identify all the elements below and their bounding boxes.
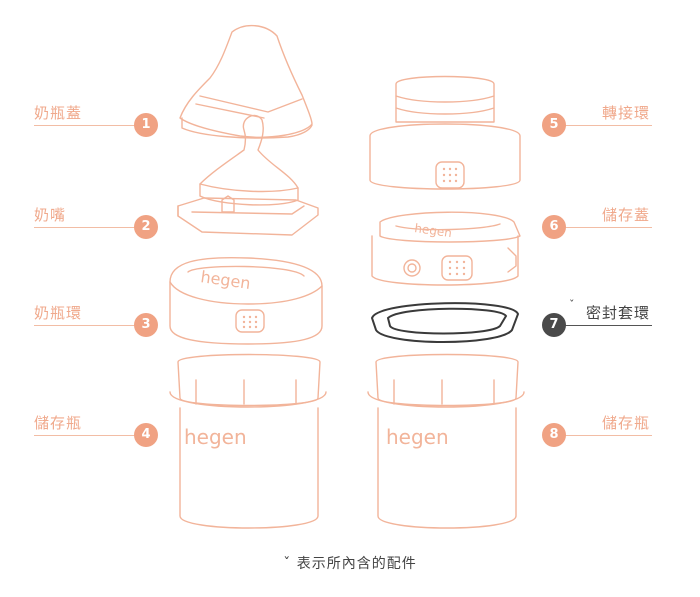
badge-5: 5 (542, 113, 566, 137)
badge-1: 1 (134, 113, 158, 137)
badge-7: 7 (542, 313, 566, 337)
badge-3: 3 (134, 313, 158, 337)
bottle-cap-drawing (180, 26, 312, 138)
leader-line-1 (34, 125, 146, 126)
label-part-4: 儲存瓶 (34, 412, 82, 433)
badge-6: 6 (542, 215, 566, 239)
leader-line-6 (554, 227, 652, 228)
storage-lid-drawing (372, 212, 520, 285)
leader-line-8 (554, 435, 652, 436)
label-part-7: 密封套環 (586, 302, 650, 323)
leader-line-7 (554, 325, 652, 326)
adapter-ring-drawing (370, 77, 520, 190)
leader-line-2 (34, 227, 146, 228)
label-part-1: 奶瓶蓋 (34, 102, 82, 123)
leader-line-3 (34, 325, 146, 326)
badge-2: 2 (134, 215, 158, 239)
label-part-2: 奶嘴 (34, 204, 66, 225)
label-part-5: 轉接環 (602, 102, 650, 123)
footnote: ˇ 表示所內含的配件 (0, 553, 700, 573)
label-part-6: 儲存蓋 (602, 204, 650, 225)
leader-line-4 (34, 435, 146, 436)
brand-lid: hegen (414, 221, 453, 240)
brand-bottle-right: hegen (386, 425, 449, 449)
label-part-3: 奶瓶環 (34, 302, 82, 323)
seal-ring-drawing (372, 303, 518, 342)
badge-4: 4 (134, 423, 158, 447)
label-part-8: 儲存瓶 (602, 412, 650, 433)
leader-line-5 (554, 125, 652, 126)
brand-bottle-left: hegen (184, 425, 247, 449)
badge-8: 8 (542, 423, 566, 447)
included-mark-7: ˇ (569, 298, 575, 311)
bottle-ring-drawing (170, 258, 322, 344)
brand-ring: hegen (199, 267, 251, 293)
